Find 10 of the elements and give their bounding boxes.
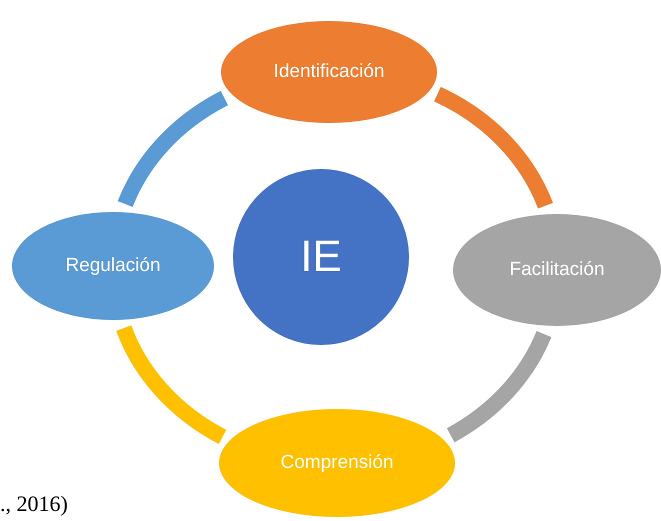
citation-text: ., 2016) — [0, 490, 68, 518]
process-ellipse: Identificación — [219, 19, 439, 125]
process-ellipse: Regulación — [10, 210, 216, 322]
connector-arc — [446, 330, 552, 442]
center-circle: IE — [231, 167, 411, 347]
process-ellipse: Facilitación — [451, 212, 661, 328]
connector-arc — [118, 91, 228, 208]
connector-arc — [434, 87, 553, 210]
process-ellipse: Comprensión — [217, 407, 457, 519]
connector-arc — [116, 324, 227, 444]
